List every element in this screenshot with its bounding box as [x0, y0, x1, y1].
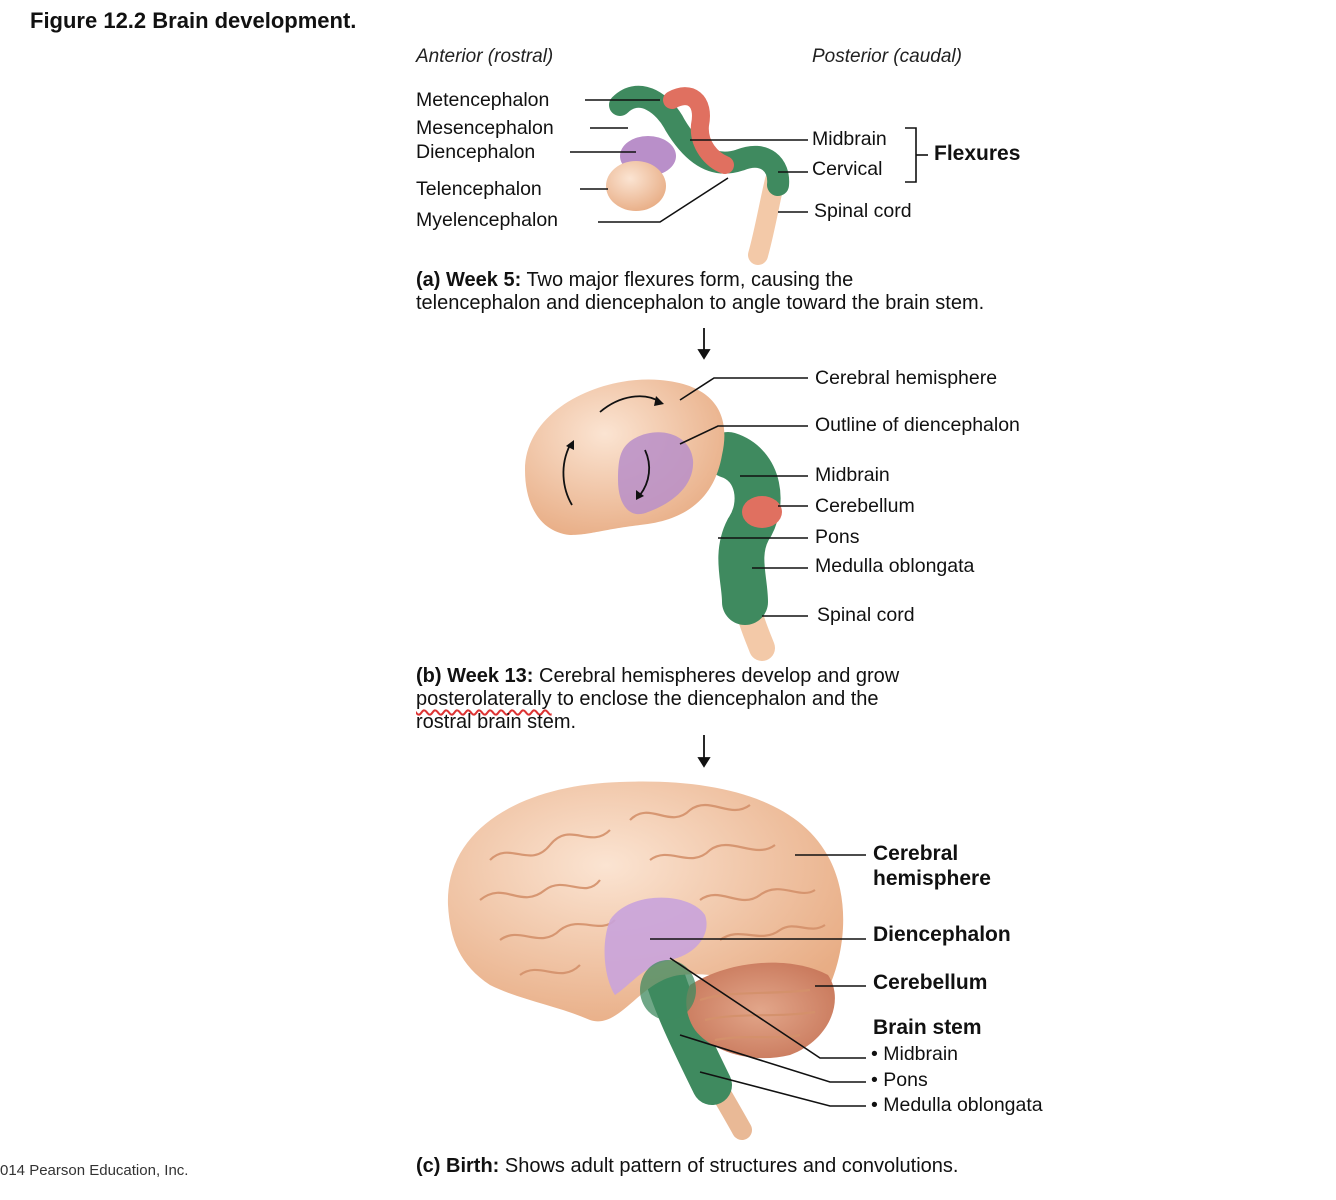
- caption-b-line3: rostral brain stem.: [416, 711, 577, 733]
- label-mesencephalon: Mesencephalon: [416, 117, 554, 139]
- caption-a: (a) Week 5: Two major flexures form, cau…: [416, 269, 1136, 315]
- figure-title: Figure 12.2 Brain development.: [30, 8, 357, 33]
- label-cerebellum-b: Cerebellum: [815, 495, 915, 517]
- label-outline-diencephalon: Outline of diencephalon: [815, 414, 1020, 436]
- label-brainstem-midbrain: • Midbrain: [871, 1043, 959, 1065]
- label-brainstem-medulla: • Medulla oblongata: [871, 1094, 1043, 1116]
- label-brain-stem-c: Brain stem: [873, 1016, 982, 1039]
- label-cerebral-hemisphere-b: Cerebral hemisphere: [815, 367, 998, 389]
- caption-b-flagged-word: posterolaterally: [416, 688, 552, 710]
- caption-b-line2: to enclose the diencephalon and the: [557, 688, 879, 710]
- posterior-label: Posterior (caudal): [812, 46, 962, 67]
- label-myelencephalon: Myelencephalon: [416, 209, 559, 231]
- label-telencephalon: Telencephalon: [416, 178, 542, 200]
- label-midbrain-b: Midbrain: [815, 464, 890, 486]
- label-hemisphere-c: hemisphere: [873, 867, 991, 890]
- caption-a-line2: telencephalon and diencephalon to angle …: [416, 292, 985, 314]
- caption-c-text: Shows adult pattern of structures and co…: [504, 1155, 959, 1177]
- caption-c-prefix: (c) Birth:: [416, 1155, 500, 1177]
- panel-b-art: [525, 379, 782, 661]
- caption-b: (b) Week 13: Cerebral hemispheres develo…: [416, 665, 1056, 734]
- anterior-label: Anterior (rostral): [416, 46, 554, 67]
- caption-a-prefix: (a) Week 5:: [416, 269, 522, 291]
- label-metencephalon: Metencephalon: [416, 89, 550, 111]
- label-midbrain-flexure: Midbrain: [812, 128, 887, 150]
- label-cerebellum-c: Cerebellum: [873, 971, 988, 994]
- label-diencephalon: Diencephalon: [416, 141, 536, 163]
- label-medulla-b: Medulla oblongata: [815, 555, 975, 577]
- label-flexures: Flexures: [934, 142, 1021, 165]
- label-spinal-cord-a: Spinal cord: [814, 200, 912, 222]
- label-cervical-flexure: Cervical: [812, 158, 883, 180]
- label-pons-b: Pons: [815, 526, 860, 548]
- label-diencephalon-c: Diencephalon: [873, 923, 1011, 946]
- panel-c-art: [447, 781, 844, 1140]
- label-cerebral-c: Cerebral: [873, 842, 959, 865]
- caption-b-prefix: (b) Week 13:: [416, 665, 534, 687]
- caption-b-line1: Cerebral hemispheres develop and grow: [539, 665, 900, 687]
- label-brainstem-pons: • Pons: [871, 1069, 928, 1091]
- label-spinal-cord-b: Spinal cord: [817, 604, 915, 626]
- copyright-notice: 014 Pearson Education, Inc.: [0, 1162, 189, 1179]
- caption-a-line1: Two major flexures form, causing the: [526, 269, 854, 291]
- panel-a-art: [606, 85, 790, 265]
- caption-c: (c) Birth: Shows adult pattern of struct…: [416, 1155, 1136, 1178]
